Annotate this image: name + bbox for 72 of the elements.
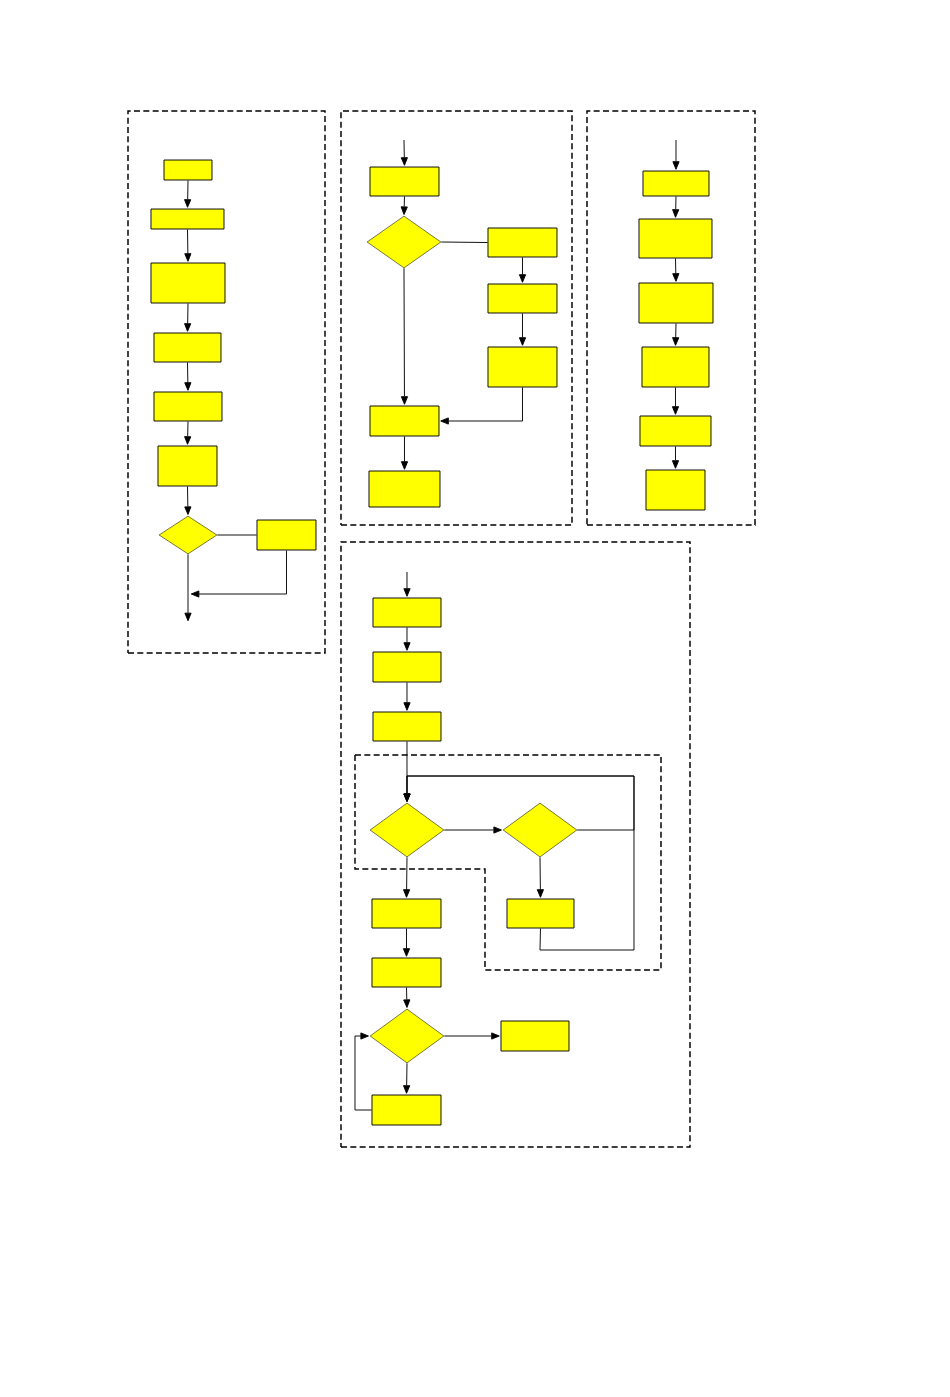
arrow — [403, 682, 411, 711]
process-box — [372, 651, 442, 683]
process-box — [641, 346, 710, 388]
process-box — [163, 159, 213, 181]
process-box — [369, 405, 440, 437]
decision-diamond — [158, 515, 218, 555]
group-frame — [340, 541, 691, 1148]
decision-diamond — [369, 802, 445, 858]
process-box — [372, 597, 442, 628]
process-box — [256, 519, 317, 551]
process-box — [369, 166, 440, 197]
arrow — [443, 1032, 500, 1040]
process-box — [638, 218, 713, 259]
arrow — [184, 180, 192, 208]
process-box — [639, 415, 712, 447]
arrow — [403, 987, 411, 1008]
arrow — [184, 486, 192, 515]
process-box — [487, 227, 558, 258]
arrow — [403, 627, 411, 651]
decision-diamond — [502, 802, 578, 858]
process-box — [153, 391, 223, 422]
decision-diamond — [369, 1008, 445, 1064]
arrow — [671, 387, 680, 415]
process-box — [371, 898, 442, 929]
arrow — [672, 258, 680, 282]
arrow — [400, 267, 409, 405]
arrow — [671, 446, 680, 469]
process-box — [487, 346, 558, 388]
arrow — [184, 421, 192, 445]
decision-diamond — [366, 215, 442, 269]
process-box — [368, 470, 441, 508]
arrow — [536, 856, 544, 898]
arrow — [184, 362, 192, 391]
process-box — [506, 898, 575, 929]
arrow — [190, 550, 287, 598]
arrow — [672, 139, 680, 170]
arrow — [400, 436, 409, 470]
process-box — [153, 332, 222, 363]
group-frame — [127, 110, 326, 654]
process-box — [372, 711, 442, 742]
process-box — [150, 262, 226, 304]
arrow — [403, 571, 411, 597]
arrow — [518, 257, 527, 283]
arrow — [354, 1032, 372, 1111]
arrow — [403, 856, 411, 898]
arrow — [403, 775, 635, 951]
process-box — [642, 170, 710, 197]
connector-line — [440, 241, 488, 243]
arrow — [184, 303, 192, 332]
arrow — [400, 196, 408, 215]
process-box — [500, 1020, 570, 1052]
process-box — [371, 1094, 442, 1126]
arrow — [184, 229, 192, 262]
process-box — [157, 445, 218, 487]
arrow — [672, 196, 680, 218]
process-box — [487, 283, 558, 314]
group-frame — [354, 754, 662, 971]
process-box — [638, 282, 714, 324]
arrow — [400, 139, 408, 166]
arrow — [672, 323, 680, 346]
arrow — [518, 313, 527, 346]
arrow — [184, 553, 192, 622]
group-frame — [340, 110, 573, 526]
arrow — [440, 387, 523, 425]
group-frame — [586, 110, 756, 526]
arrow — [402, 928, 411, 957]
process-box — [371, 957, 442, 988]
process-box — [150, 208, 225, 230]
process-box — [645, 469, 706, 511]
arrow — [443, 826, 502, 834]
connector-line — [216, 534, 257, 536]
arrow — [403, 1062, 411, 1094]
